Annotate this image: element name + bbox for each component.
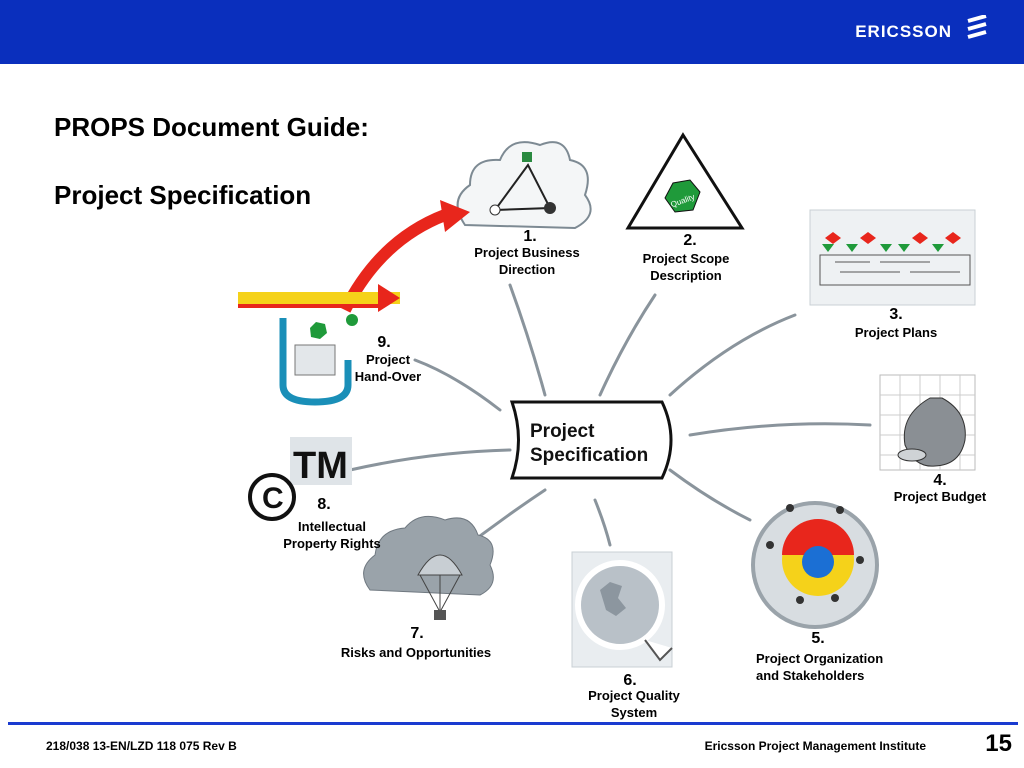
item-2-label-line1: Project Scope (642, 251, 730, 266)
page-subtitle: Project Specification (54, 180, 312, 210)
item-1-label-line1: Project Business (474, 245, 580, 260)
center-document-shape (509, 400, 673, 480)
item-5-label-line2: and Stakeholders (756, 668, 865, 683)
ericsson-logo-icon (967, 15, 987, 39)
item-3-number: 3. (889, 306, 903, 323)
item-3-label-line1: Project Plans (854, 325, 938, 340)
item-6-label-line2: System (610, 705, 658, 720)
item-4-label: Project Budget (884, 488, 996, 505)
page-title: PROPS Document Guide: (54, 112, 369, 142)
spoke-8 (348, 448, 512, 472)
item-6-label: Project Quality System (578, 687, 690, 721)
copyright-icon: C (248, 473, 296, 521)
stakeholders-target-icon (751, 501, 879, 629)
spoke-4 (688, 422, 872, 437)
spoke-6 (593, 498, 612, 547)
item-1-label: Project Business Direction (462, 244, 592, 278)
center-label: Project Specification (530, 420, 670, 468)
business-direction-cloud-icon (456, 141, 592, 230)
item-5-number: 5. (811, 630, 825, 647)
money-bag-icon (879, 374, 976, 471)
item-2-label: Project Scope Description (628, 250, 744, 284)
center-label-line2: Specification (530, 445, 649, 466)
spoke-1 (508, 283, 547, 397)
item-7-label: Risks and Opportunities (328, 644, 504, 661)
center-label-line1: Project (530, 421, 595, 442)
item-5-label-line1: Project Organization (756, 651, 884, 666)
trademark-icon: TM (290, 437, 352, 487)
item-6-label-line1: Project Quality (588, 688, 680, 703)
spoke-5 (668, 468, 752, 522)
item-9-number: 9. (377, 334, 391, 351)
tm-text: TM (293, 445, 348, 487)
hand-over-icon (238, 284, 400, 406)
quality-triangle-icon: Quality (625, 132, 745, 230)
footer-doc-id: 218/038 13-EN/LZD 118 075 Rev B (46, 739, 237, 753)
item-2-label-line2: Description (650, 268, 722, 283)
item-1-number: 1. (523, 228, 537, 245)
item-7-label-line1: Risks and Opportunities (340, 645, 492, 660)
item-9-label: Project Hand-Over (350, 351, 426, 385)
c-text: C (262, 482, 284, 515)
parachute-cloud-icon (363, 515, 494, 620)
page-number: 15 (985, 730, 1012, 757)
item-8-number: 8. (317, 496, 331, 513)
item-5-label: Project Organization and Stakeholders (756, 650, 906, 684)
item-3-label: Project Plans (840, 324, 952, 341)
item-8-label-line2: Property Rights (283, 536, 381, 551)
spoke-3 (668, 313, 797, 397)
item-9-label-line2: Hand-Over (354, 369, 422, 384)
item-2-number: 2. (683, 232, 697, 249)
item-8-label-line1: Intellectual (298, 519, 366, 534)
item-4-number: 4. (933, 472, 947, 489)
item-7-number: 7. (410, 625, 424, 642)
item-6-number: 6. (623, 672, 637, 689)
header-bar (0, 0, 1024, 64)
project-plans-icon (809, 209, 976, 306)
footer-divider (8, 722, 1018, 725)
item-1-label-line2: Direction (498, 262, 556, 277)
item-9-label-line1: Project (365, 352, 411, 367)
spoke-9 (413, 358, 502, 412)
spoke-2 (598, 293, 657, 397)
quality-magnifier-icon (571, 551, 673, 668)
ericsson-logo-text: ERICSSON (855, 22, 952, 41)
footer-institute: Ericsson Project Management Institute (704, 739, 926, 753)
item-4-label-line1: Project Budget (893, 489, 987, 504)
item-8-label: Intellectual Property Rights (272, 518, 392, 552)
